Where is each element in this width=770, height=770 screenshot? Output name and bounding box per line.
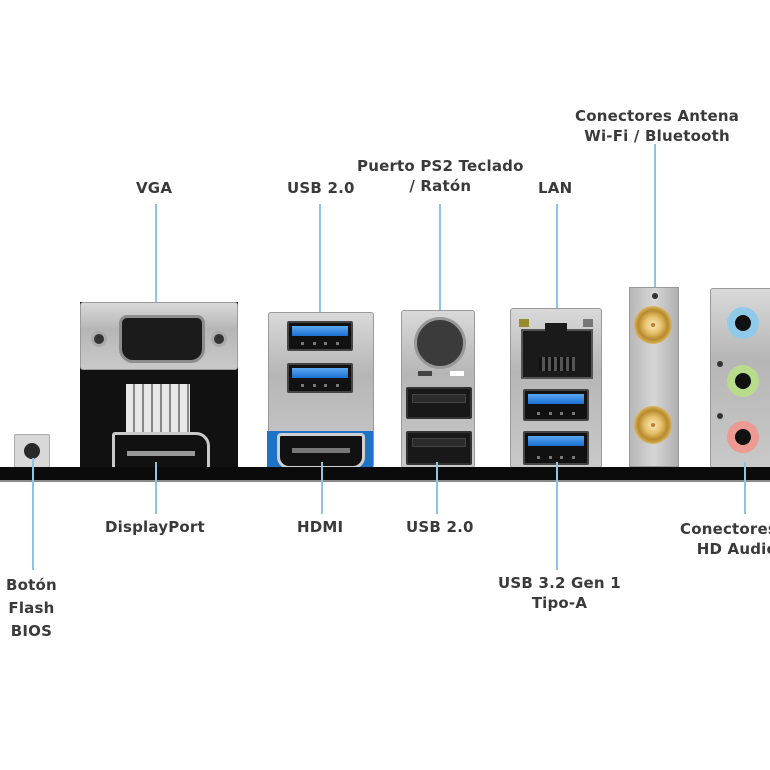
audio-screw bbox=[717, 413, 723, 419]
displayport-port bbox=[112, 432, 210, 472]
hdmi-port bbox=[267, 431, 373, 469]
usb32-port-2 bbox=[523, 431, 589, 465]
label-audio: Conectores HD Audio bbox=[680, 519, 770, 559]
audio-jack-green bbox=[727, 365, 759, 397]
lan-port bbox=[521, 323, 593, 379]
usb-blue-port-2 bbox=[287, 363, 353, 393]
ps2-usb2-block bbox=[401, 310, 475, 468]
usb-hdmi-block bbox=[267, 312, 374, 469]
ps2-indicator-right bbox=[450, 371, 464, 376]
usb-blue-port-1 bbox=[287, 321, 353, 351]
label-bios-line1: Botón bbox=[6, 576, 57, 594]
leader-line-bios bbox=[32, 458, 34, 570]
vga-screw-right bbox=[211, 331, 227, 347]
leader-line-vga bbox=[155, 204, 157, 316]
vga-screw-left bbox=[91, 331, 107, 347]
label-usb32: USB 3.2 Gen 1 Tipo-A bbox=[498, 573, 621, 613]
vga-displayport-block bbox=[80, 302, 238, 472]
usb2-port-2 bbox=[406, 431, 472, 465]
label-usb20-bottom: USB 2.0 bbox=[406, 518, 474, 536]
ps2-indicator-left bbox=[418, 371, 432, 376]
label-ps2-line1: Puerto PS2 Teclado bbox=[357, 157, 524, 175]
lan-contacts bbox=[539, 357, 575, 371]
label-bios-line3: BIOS bbox=[10, 622, 53, 640]
displayport-tongue bbox=[127, 451, 195, 456]
antenna-bracket bbox=[629, 287, 679, 467]
lan-led-right bbox=[583, 319, 593, 327]
usb2-port-1 bbox=[406, 387, 472, 419]
audio-jack-pink bbox=[727, 421, 759, 453]
vga-port bbox=[80, 302, 238, 370]
label-audio-line2: HD Audio bbox=[696, 540, 770, 558]
leader-line-lan bbox=[556, 204, 558, 324]
leader-line-usb20-bottom bbox=[436, 462, 438, 514]
ps2-port bbox=[414, 317, 466, 369]
antenna-bracket-hole bbox=[652, 293, 658, 299]
usb32-port-1 bbox=[523, 389, 589, 421]
antenna-connector-1 bbox=[634, 306, 672, 344]
lan-led-left bbox=[519, 319, 529, 327]
label-bios: Botón Flash BIOS bbox=[6, 574, 57, 643]
leader-line-usb20-top bbox=[319, 204, 321, 316]
leader-line-ps2 bbox=[439, 204, 441, 324]
label-ps2: Puerto PS2 Teclado / Ratón bbox=[357, 156, 524, 196]
audio-screw bbox=[717, 361, 723, 367]
leader-line-usb32 bbox=[556, 462, 558, 570]
leader-line-audio bbox=[744, 462, 746, 514]
label-audio-line1: Conectores bbox=[680, 520, 770, 538]
label-hdmi: HDMI bbox=[297, 518, 344, 536]
bios-button-cap bbox=[24, 443, 40, 459]
label-usb32-line2: Tipo-A bbox=[531, 594, 588, 612]
lan-clip bbox=[545, 323, 567, 331]
audio-block bbox=[710, 288, 770, 468]
lan-usb32-block bbox=[510, 308, 602, 468]
vga-socket bbox=[119, 315, 205, 363]
antenna-connector-2 bbox=[634, 406, 672, 444]
label-antenna: Conectores Antena Wi-Fi / Bluetooth bbox=[575, 106, 739, 146]
label-displayport: DisplayPort bbox=[105, 518, 205, 536]
leader-line-displayport bbox=[155, 462, 157, 514]
label-usb32-line1: USB 3.2 Gen 1 bbox=[498, 574, 621, 592]
label-ps2-line2: / Ratón bbox=[409, 177, 472, 195]
label-antenna-line2: Wi-Fi / Bluetooth bbox=[584, 127, 730, 145]
io-shield-baseline bbox=[0, 467, 770, 482]
label-antenna-line1: Conectores Antena bbox=[575, 107, 740, 125]
displayport-ribbon bbox=[126, 384, 190, 432]
label-usb20-top: USB 2.0 bbox=[287, 179, 355, 197]
leader-line-antenna bbox=[654, 144, 656, 294]
label-bios-line2: Flash bbox=[8, 599, 55, 617]
leader-line-hdmi bbox=[321, 462, 323, 514]
label-vga: VGA bbox=[136, 179, 173, 197]
label-lan: LAN bbox=[538, 179, 573, 197]
audio-jack-blue bbox=[727, 307, 759, 339]
hdmi-tongue bbox=[292, 448, 350, 453]
